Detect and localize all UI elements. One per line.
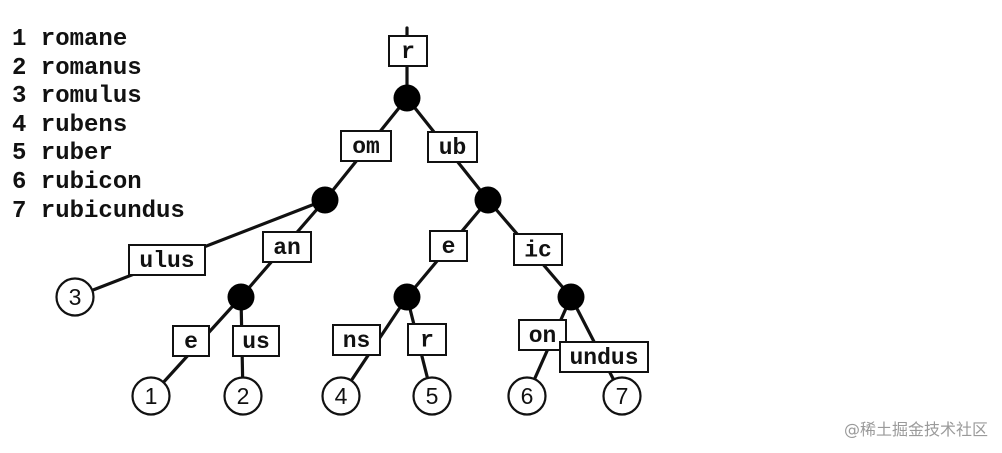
edge-label-e_rom-box xyxy=(172,325,210,357)
word-list-item: 6 rubicon xyxy=(12,168,142,196)
edge-label-ub-box xyxy=(427,131,478,163)
leaf-node-7 xyxy=(602,376,642,416)
edge-label-ns: ns xyxy=(343,328,371,354)
word-list-item: 5 ruber xyxy=(12,140,113,168)
leaf-label-4: 4 xyxy=(335,383,348,409)
watermark: @稀土掘金技术社区 xyxy=(843,420,988,439)
tree-inner-node xyxy=(557,283,585,311)
tree-inner-node xyxy=(393,283,421,311)
leaf-label-7: 7 xyxy=(616,383,629,409)
tree-inner-node xyxy=(474,186,502,214)
edge-label-ns-box xyxy=(332,324,381,356)
edge-label-root-box xyxy=(388,35,428,67)
edge-label-on: on xyxy=(529,323,557,349)
edge-label-ic-box xyxy=(513,233,563,266)
edge-label-e_rub-box xyxy=(429,230,468,262)
edge-label-us-box xyxy=(232,325,280,357)
word-list-item: 7 rubicundus xyxy=(12,197,185,225)
edge-label-r_leaf: r xyxy=(420,328,434,354)
tree-inner-node xyxy=(227,283,255,311)
leaf-label-5: 5 xyxy=(426,383,439,409)
edge-label-undus-box xyxy=(559,341,649,373)
edge-label-an-box xyxy=(262,231,312,263)
edge-label-e_rom: e xyxy=(184,329,198,355)
leaf-node-5 xyxy=(412,376,452,416)
edge-label-ulus: ulus xyxy=(139,248,194,274)
edge-label-undus: undus xyxy=(569,345,638,371)
edge-label-us: us xyxy=(242,329,270,355)
edge-label-ulus-box xyxy=(128,244,206,276)
word-list-item: 2 romanus xyxy=(12,54,142,82)
leaf-node-2 xyxy=(223,376,263,416)
edge-label-root: r xyxy=(401,39,415,65)
edge-label-om-box xyxy=(340,130,392,162)
leaf-node-1 xyxy=(131,376,171,416)
edge-label-r_leaf-box xyxy=(407,323,447,356)
edge-label-e_rub: e xyxy=(442,234,456,260)
leaf-label-1: 1 xyxy=(145,383,158,409)
tree-inner-node xyxy=(393,84,421,112)
edge-label-on-box xyxy=(518,319,567,351)
edge-label-om: om xyxy=(352,134,380,160)
leaf-node-6 xyxy=(507,376,547,416)
word-list-item: 3 romulus xyxy=(12,83,142,111)
edge-label-an: an xyxy=(273,235,301,261)
leaf-label-3: 3 xyxy=(69,284,82,310)
edge-label-ub: ub xyxy=(439,135,467,161)
tree-inner-node xyxy=(311,186,339,214)
word-list-item: 4 rubens xyxy=(12,111,128,139)
leaf-node-4 xyxy=(321,376,361,416)
leaf-label-2: 2 xyxy=(237,383,250,409)
word-list-item: 1 romane xyxy=(12,26,128,53)
leaf-node-3 xyxy=(55,277,95,317)
leaf-label-6: 6 xyxy=(521,383,534,409)
edge-label-ic: ic xyxy=(524,238,552,264)
